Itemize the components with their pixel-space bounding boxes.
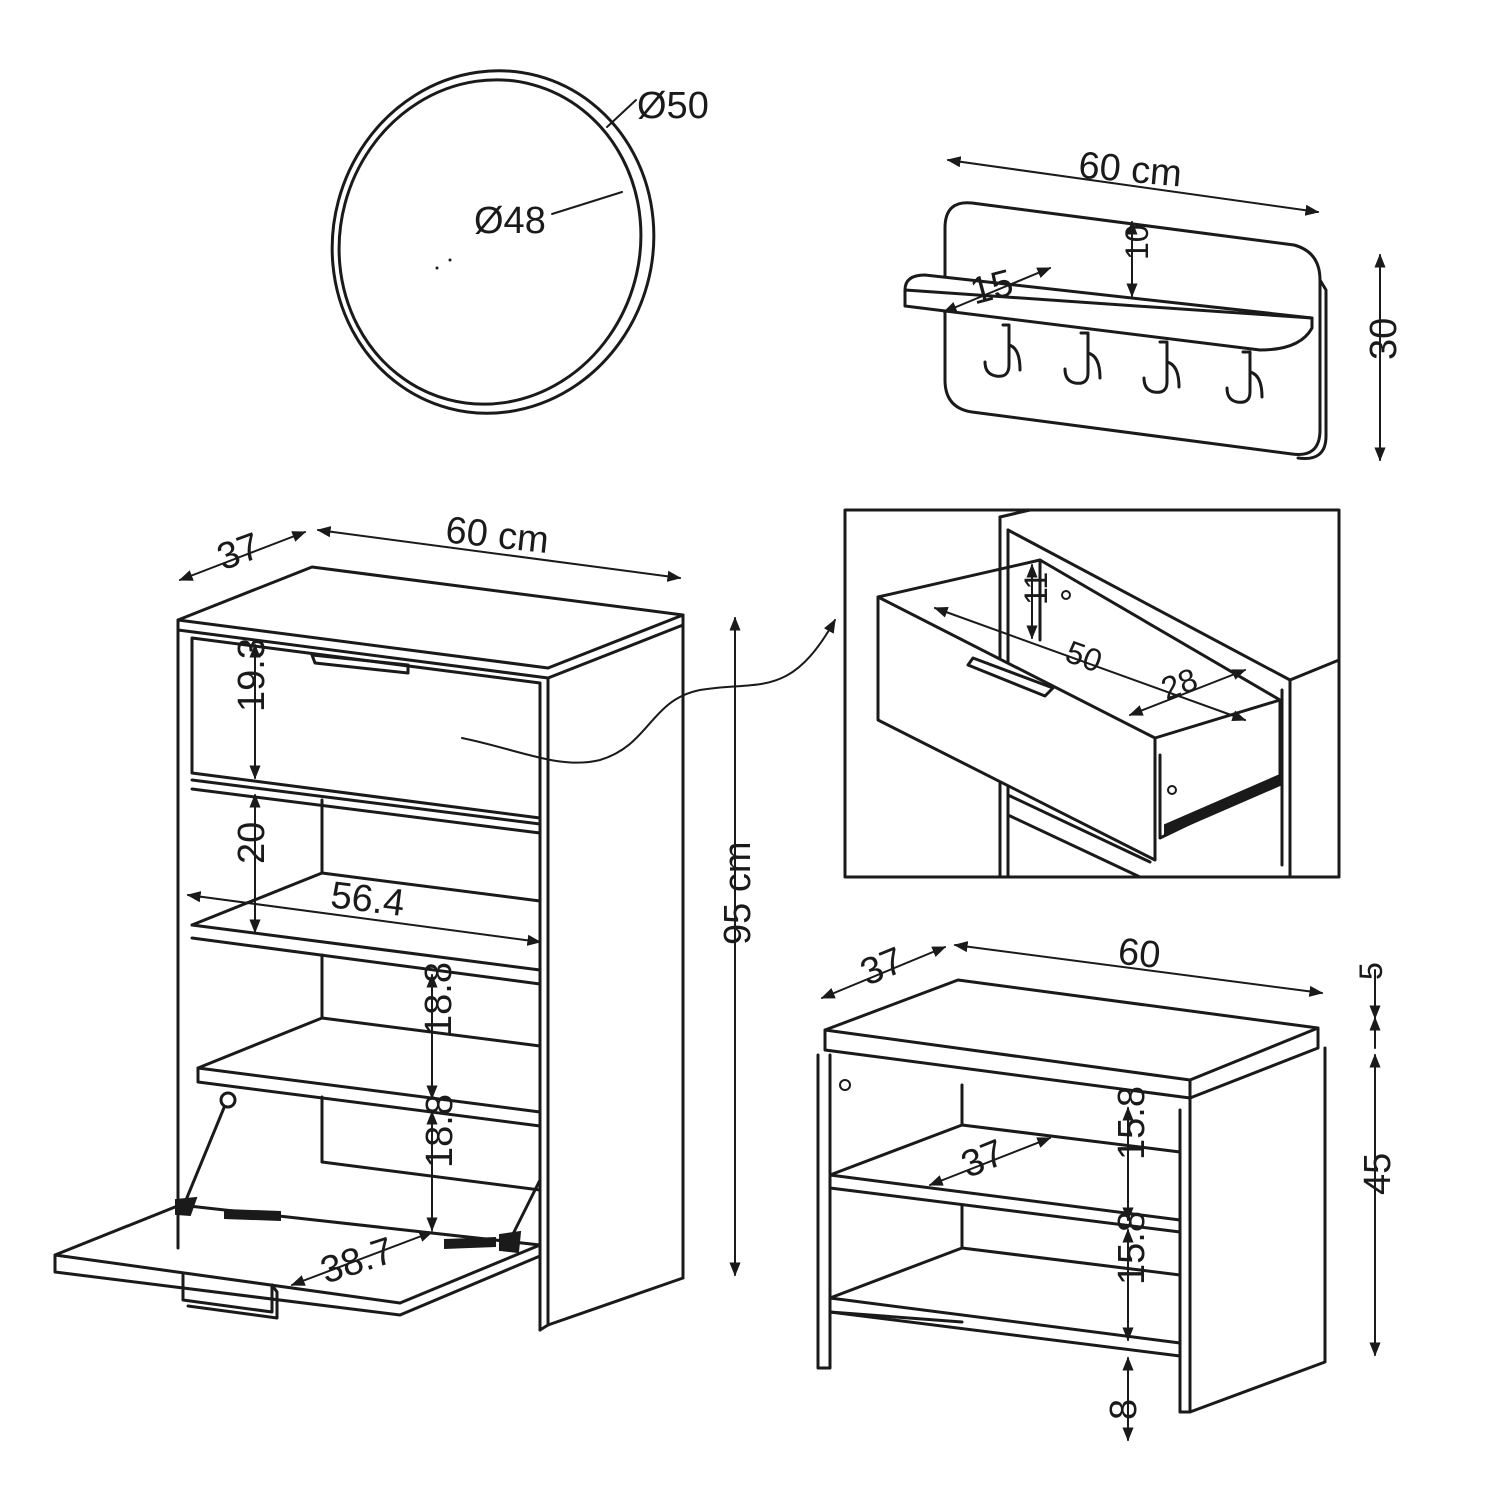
gas-strut-icons xyxy=(175,1091,542,1254)
cabinet-depth-label: 37 xyxy=(212,525,266,579)
detail-drawer-height-label: 11 xyxy=(1018,572,1054,605)
lower-compartment-label: 18.8 xyxy=(419,1094,461,1168)
flap-depth-label: 38.7 xyxy=(316,1230,399,1293)
coat-rack-width-label: 60 cm xyxy=(1077,145,1184,196)
detail-drawer-width-label: 50 xyxy=(1061,633,1107,679)
bench-height-label: 45 xyxy=(1357,1153,1399,1195)
bench-lower-compartment-label: 15.8 xyxy=(1111,1211,1153,1285)
coat-rack-height-label: 30 xyxy=(1363,318,1405,360)
mirror-inner-diameter: Ø48 xyxy=(474,200,546,242)
bench-leg-clearance-label: 8 xyxy=(1103,1399,1145,1420)
shelf-gap-label: 20 xyxy=(231,822,273,864)
wall-coat-rack: 60 cm 10 15 30 xyxy=(903,145,1405,462)
coat-rack-shelf-offset-label: 10 xyxy=(1119,224,1155,260)
upper-compartment-label: 18.8 xyxy=(418,962,460,1036)
shoe-cabinet: 37 60 cm xyxy=(53,509,836,1332)
bench-depth-label: 37 xyxy=(855,940,910,995)
shoe-bench: 37 60 37 15.8 15.8 8 5 45 xyxy=(816,931,1399,1442)
detail-drawer-depth-label: 28 xyxy=(1156,661,1202,707)
mirror-outer-diameter: Ø50 xyxy=(637,85,709,127)
hook-icons xyxy=(983,323,1264,404)
drawer-height-label: 19.3 xyxy=(231,638,273,712)
bench-width-label: 60 xyxy=(1116,931,1162,977)
bench-upper-compartment-label: 15.8 xyxy=(1111,1086,1153,1160)
cabinet-width-label: 60 cm xyxy=(444,509,551,562)
drawer-detail-inset: 11 50 28 xyxy=(843,508,1341,879)
cabinet-height-label: 95 cm xyxy=(717,842,759,945)
bench-cushion-label: 5 xyxy=(1353,962,1389,980)
inner-width-label: 56.4 xyxy=(328,874,407,925)
bench-shelf-depth-label: 37 xyxy=(955,1132,1010,1187)
round-mirror: Ø50 Ø48 xyxy=(330,69,709,415)
